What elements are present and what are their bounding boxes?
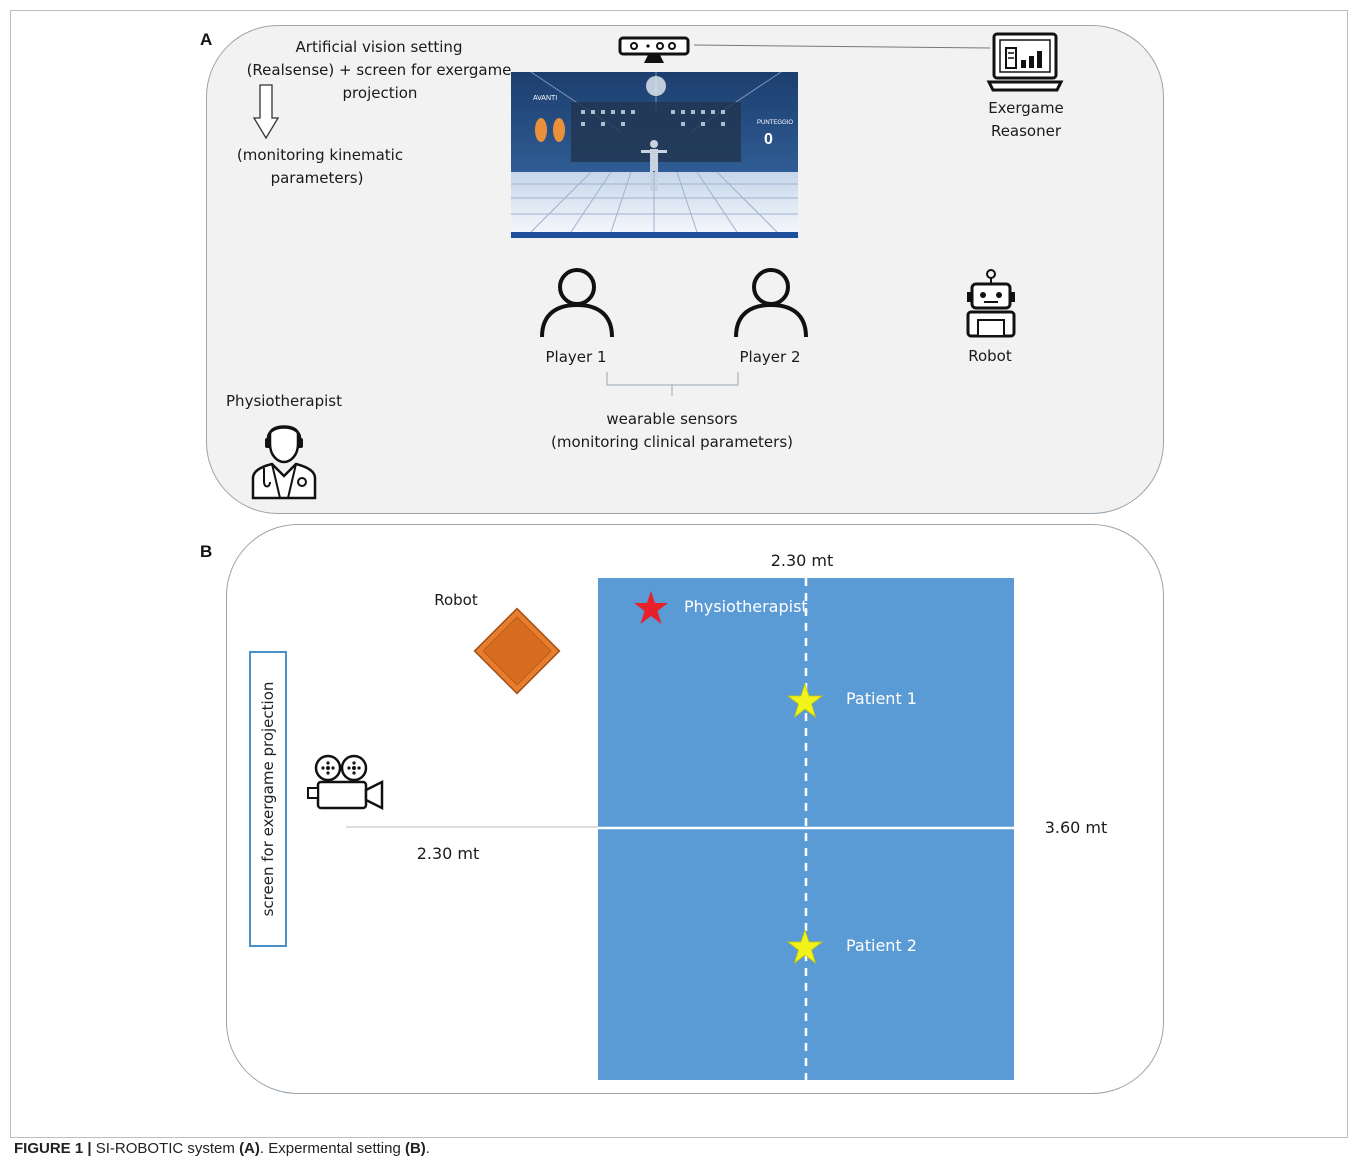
figure-caption: FIGURE 1 | SI-ROBOTIC system (A). Experm… [14,1140,430,1157]
patient-1-label: Patient 1 [846,689,917,708]
exergame-label-line2: Reasoner [990,122,1062,140]
screen-for-exergame: screen for exergame projection [249,651,287,947]
player-2-label: Player 2 [739,348,801,366]
kinematic-label-line2: parameters) [270,169,364,187]
player-1-icon [540,268,614,338]
game-score: 0 [764,131,773,148]
video-camera-icon [307,754,384,811]
physiotherapist-star-icon [634,591,668,624]
vision-label-line3: projection [342,84,418,102]
caption-prefix: FIGURE 1 | [14,1140,96,1157]
robot-label-b: Robot [434,591,478,609]
game-hud-left: AVANTI [533,95,557,102]
down-arrow-icon [252,84,280,140]
robot-box-icon [473,607,561,695]
connector-line [693,44,991,49]
caption-text-2: . Expermental setting [259,1140,405,1157]
sensors-label-line1: wearable sensors [606,410,738,428]
sensors-label-line2: (monitoring clinical parameters) [551,433,793,451]
kinematic-label-line1: (monitoring kinematic [236,146,404,164]
distance-line [346,826,598,828]
laptop-chart-icon [986,32,1064,92]
width-top-label: 2.30 mt [770,551,834,570]
figure-frame [10,10,1348,1138]
caption-text-1: SI-ROBOTIC system [95,1140,240,1157]
game-hud-right: PUNTEGGIO [757,120,793,126]
panel-b-letter: B [200,542,213,561]
patient-2-star-icon [786,928,824,965]
robot-label-a: Robot [968,347,1012,365]
panel-a-letter: A [200,30,213,49]
player-1-label: Player 1 [545,348,607,366]
caption-text-3: . [425,1140,430,1157]
caption-bold-b: (B) [404,1140,426,1157]
vision-label-line2: (Realsense) + screen for exergame [246,61,512,79]
distance-label: 2.30 mt [416,844,480,863]
robot-icon [966,269,1016,338]
sensor-bracket [606,372,739,396]
exergame-label-line1: Exergame [988,99,1064,117]
screen-label: screen for exergame projection [259,681,277,917]
depth-right-label: 3.60 mt [1044,818,1108,837]
physiotherapist-label-b: Physiotherapist [684,597,808,616]
caption-bold-a: (A) [239,1140,260,1157]
vision-label-line1: Artificial vision setting [295,38,463,56]
patient-1-star-icon [786,682,824,719]
patient-2-label: Patient 2 [846,936,917,955]
physiotherapist-label-a: Physiotherapist [226,392,342,410]
player-2-icon [734,268,808,338]
physiotherapist-icon [251,425,317,500]
field-grid-lines [598,578,1014,1080]
exergame-screen-image: AVANTI PUNTEGGIO 0 [511,71,798,238]
realsense-camera-icon [618,36,690,63]
